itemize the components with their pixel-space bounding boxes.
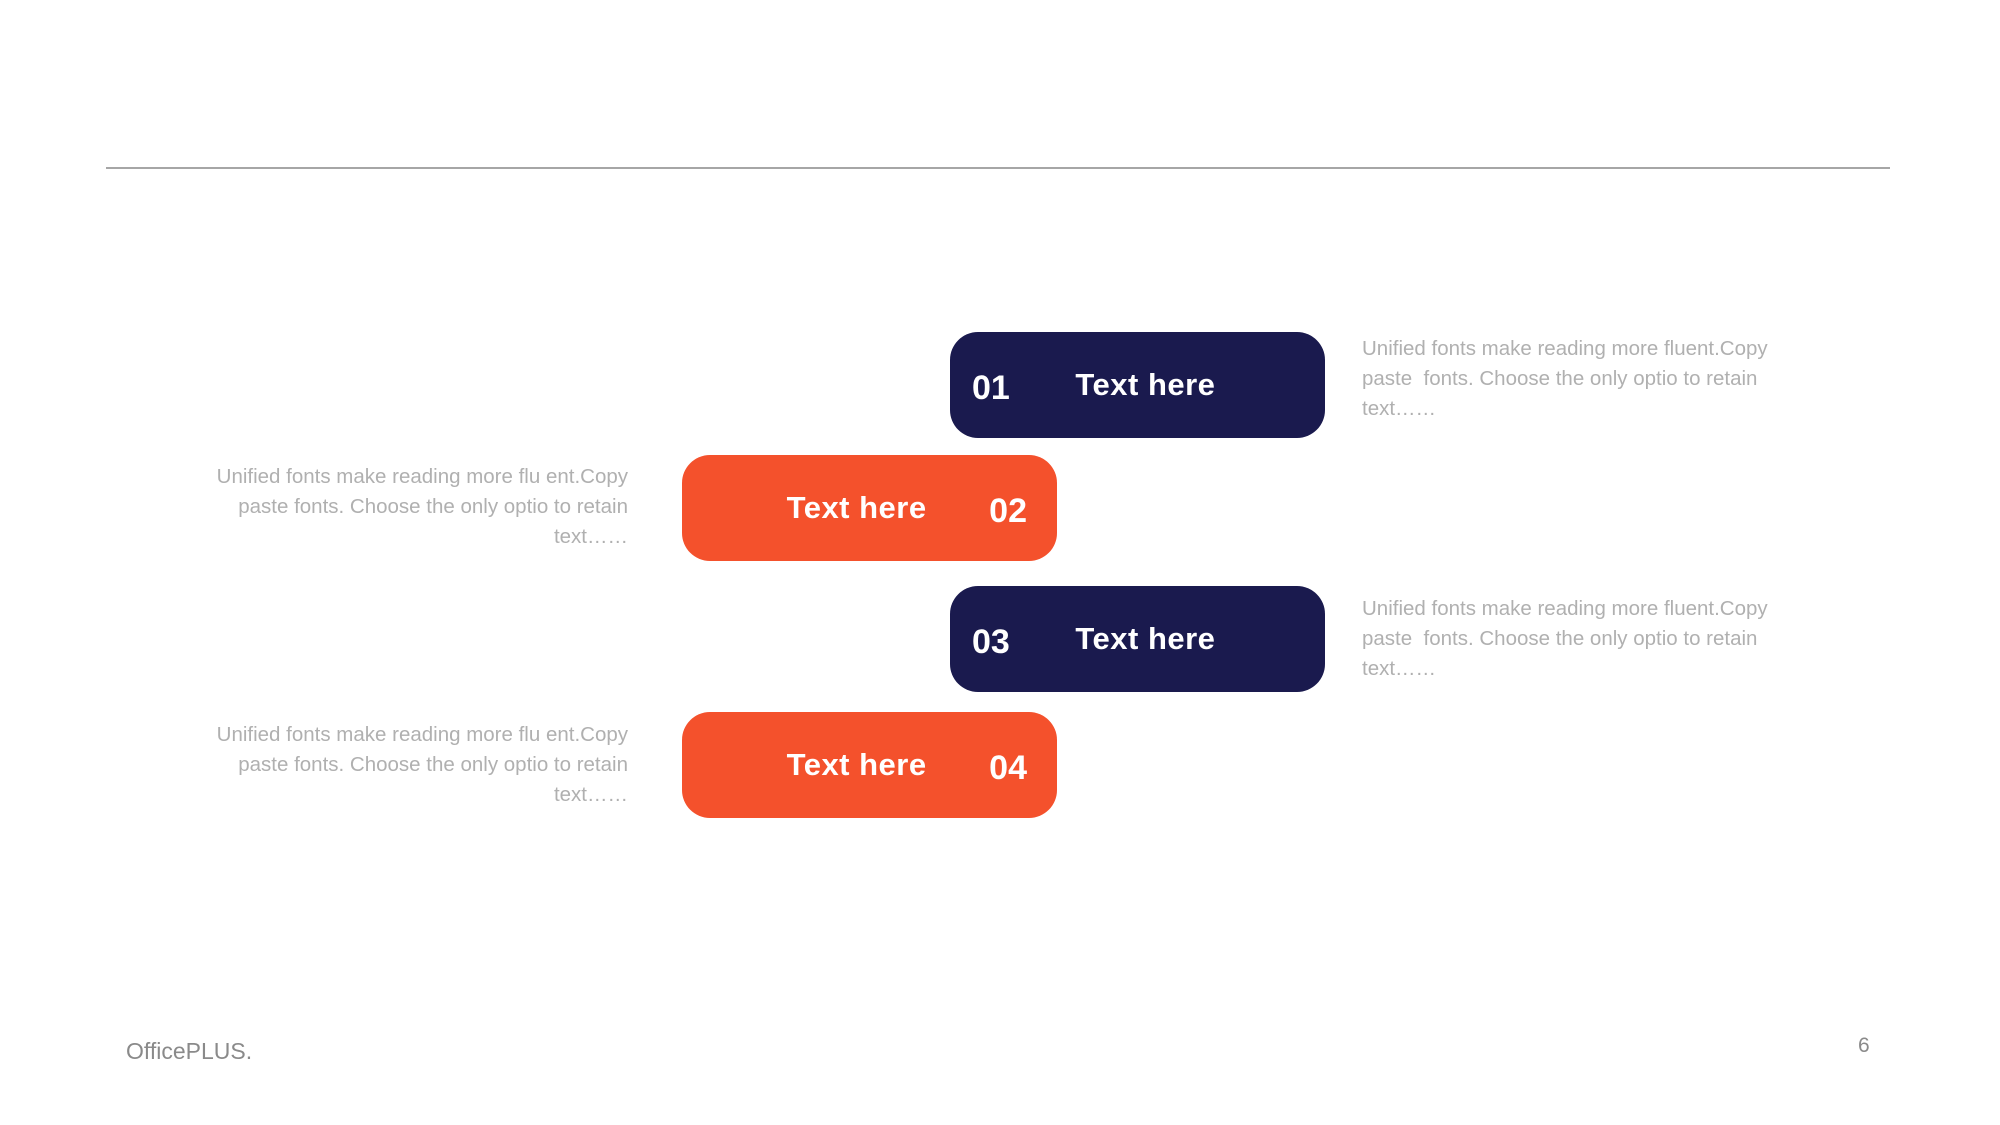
description-line: text…… <box>553 525 628 548</box>
description-line: paste fonts. Choose the only optio to re… <box>1362 367 1758 390</box>
step-description-03: Unified fonts make reading more fluent.C… <box>1362 594 1842 684</box>
description-line: paste fonts. Choose the only optio to re… <box>238 753 628 776</box>
description-line: paste fonts. Choose the only optio to re… <box>1362 627 1758 650</box>
top-divider-line <box>106 167 1890 169</box>
description-line: text…… <box>1362 657 1437 680</box>
description-line: text…… <box>1362 397 1437 420</box>
step-box-04: Text here 04 <box>682 712 1057 818</box>
step-description-01: Unified fonts make reading more fluent.C… <box>1362 334 1842 424</box>
page-number: 6 <box>1858 1034 1870 1057</box>
step-box-02: Text here 02 <box>682 455 1057 561</box>
step-number: 02 <box>989 491 1027 530</box>
description-line: Unified fonts make reading more fluent.C… <box>1362 597 1768 620</box>
step-box-03: 03 Text here <box>950 586 1325 692</box>
step-description-04: Unified fonts make reading more flu ent.… <box>158 720 628 810</box>
step-number: 04 <box>989 748 1027 787</box>
footer-brand: OfficePLUS. <box>126 1038 253 1064</box>
step-description-02: Unified fonts make reading more flu ent.… <box>158 462 628 552</box>
step-label: Text here <box>1075 621 1216 656</box>
description-line: text…… <box>553 783 628 806</box>
description-line: Unified fonts make reading more fluent.C… <box>1362 337 1768 360</box>
step-number: 03 <box>972 622 1010 661</box>
description-line: Unified fonts make reading more flu ent.… <box>216 723 628 746</box>
step-box-01: 01 Text here <box>950 332 1325 438</box>
step-label: Text here <box>786 490 927 525</box>
step-label: Text here <box>1075 367 1216 402</box>
step-label: Text here <box>786 747 927 782</box>
step-number: 01 <box>972 368 1010 407</box>
description-line: Unified fonts make reading more flu ent.… <box>216 465 628 488</box>
description-line: paste fonts. Choose the only optio to re… <box>238 495 628 518</box>
